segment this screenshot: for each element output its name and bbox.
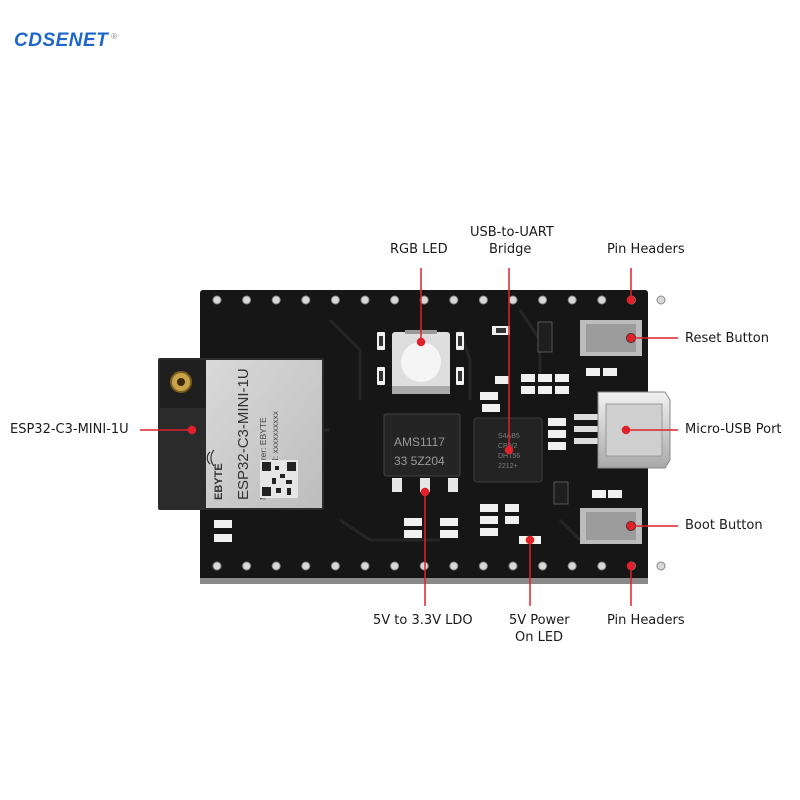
label-power-led-line1: 5V Power <box>509 613 570 628</box>
header-pin <box>597 561 607 571</box>
label-module: ESP32-C3-MINI-1U <box>10 422 129 437</box>
module-sn-text: SN: xxxxxxxxxx <box>270 410 280 470</box>
header-pin <box>656 295 666 305</box>
header-pin <box>212 561 222 571</box>
label-pin-headers-bottom: Pin Headers <box>607 613 685 628</box>
ldo-marking-1: AMS1117 <box>394 435 445 449</box>
header-pin <box>242 561 252 571</box>
header-pin <box>656 561 666 571</box>
label-usb-uart-line2: Bridge <box>489 242 532 257</box>
pin-header-top <box>212 295 666 305</box>
header-pin <box>478 561 488 571</box>
header-pin <box>330 561 340 571</box>
ebyte-logo-text: EBYTE <box>213 463 225 500</box>
header-pin <box>538 561 548 571</box>
header-pin <box>271 561 281 571</box>
header-pin <box>419 295 429 305</box>
label-boot-button: Boot Button <box>685 518 763 533</box>
header-pin <box>242 295 252 305</box>
header-pin <box>597 295 607 305</box>
label-micro-usb-port: Micro-USB Port <box>685 422 782 437</box>
callouts <box>140 268 678 606</box>
wifi-icon <box>206 449 215 467</box>
header-pin <box>360 295 370 305</box>
brand-logo: CDSENET® <box>14 30 118 52</box>
ldo-regulator: AMS1117 33 5Z204 <box>383 413 461 492</box>
ldo-marking-2: 33 5Z204 <box>394 454 445 468</box>
bridge-marking-3: DHT56 <box>498 453 520 460</box>
header-pin <box>567 561 577 571</box>
module-manufacturer-text: Manufacturer: EBYTE <box>258 417 268 500</box>
registered-mark: ® <box>111 31 118 41</box>
label-usb-uart-line1: USB-to-UART <box>470 225 554 240</box>
header-pin <box>301 561 311 571</box>
header-pin <box>449 295 459 305</box>
label-power-led-line2: On LED <box>515 630 564 645</box>
header-pin <box>301 295 311 305</box>
label-reset-button: Reset Button <box>685 331 769 346</box>
header-pin <box>508 295 518 305</box>
header-pin <box>419 561 429 571</box>
label-rgb-led: RGB LED <box>390 242 448 257</box>
smd-components <box>214 326 622 542</box>
header-pin <box>567 295 577 305</box>
header-pin <box>538 295 548 305</box>
module-model-text: ESP32-C3-MINI-1U <box>235 368 252 500</box>
header-pin <box>390 295 400 305</box>
transistors <box>537 321 569 505</box>
header-pin <box>390 561 400 571</box>
header-pin <box>330 295 340 305</box>
header-pin <box>449 561 459 571</box>
bridge-marking-4: 2212+ <box>498 463 518 470</box>
brand-name: CDSENET <box>14 30 109 51</box>
header-pin <box>508 561 518 571</box>
header-pin <box>360 561 370 571</box>
pin-header-bottom <box>212 561 666 571</box>
header-pin <box>212 295 222 305</box>
label-pin-headers-top: Pin Headers <box>607 242 685 257</box>
label-ldo: 5V to 3.3V LDO <box>373 613 473 628</box>
header-pin <box>478 295 488 305</box>
qr-code <box>260 460 298 498</box>
pcb-edge <box>200 578 648 584</box>
header-pin <box>271 295 281 305</box>
esp32-module: ESP32-C3-MINI-1U Manufacturer: EBYTE SN:… <box>158 358 324 510</box>
